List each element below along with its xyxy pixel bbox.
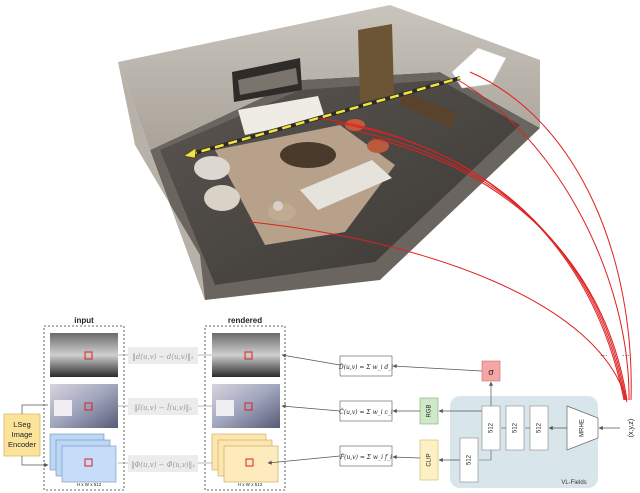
artwork-detail [238, 68, 298, 95]
sigma-output-arrow [392, 364, 483, 372]
loss-feature-text: ‖Φ(u,v) − Φ̂(u,v)‖₂ [131, 460, 195, 469]
layer-link-clip [479, 450, 492, 461]
render-feature-arrow [267, 455, 341, 465]
rendered-feature-layer-3 [223, 445, 279, 483]
clip-head-layer-label: 512 [467, 454, 473, 465]
sample-ray-4 [355, 130, 627, 401]
room-reconstruction [118, 5, 540, 300]
left-wall [118, 62, 205, 300]
input-color-window [54, 400, 72, 416]
vl-fields-title: VL-Fields [561, 480, 586, 486]
back-wall [118, 5, 540, 150]
lseg-encoder-box [3, 413, 41, 457]
render-color-text: Ĉ(u,v) = Σ w_i c_i [339, 408, 393, 416]
loss-color-text: ‖I(u,v) − Î(u,v)‖₂ [134, 403, 192, 412]
input-depth-pixel [84, 351, 93, 360]
sample-ray-6 [457, 79, 630, 401]
armchair-right [204, 185, 240, 211]
sample-ray-1 [249, 221, 628, 403]
coordinate-label: (x,y,z) [628, 419, 635, 438]
sample-ray-7 [469, 71, 632, 401]
rendered-color-pixel [244, 402, 253, 411]
render-equations: D̂(u,v) = Σ w_i d_i Ĉ(u,v) = Σ w_i c_i F… [267, 353, 393, 467]
mlp-layer-1-label: 512 [489, 422, 495, 433]
sample-ray-5 [371, 137, 628, 401]
render-feature-text: F̂(u,v) = Σ w_i f_i [339, 454, 392, 461]
clip-output-arrow [392, 455, 421, 460]
mrhe-encoder [566, 405, 599, 451]
mlp-layer-2-label: 512 [513, 422, 519, 433]
input-feature-pixel [84, 458, 93, 467]
sofa-front [300, 160, 392, 210]
render-depth-box [339, 355, 393, 377]
render-color-arrow [281, 404, 341, 412]
sample-ray-3 [335, 122, 626, 401]
clip-head-layer [459, 437, 479, 483]
clip-box [419, 439, 439, 481]
input-depth-image [50, 333, 118, 377]
camera-frustum [451, 47, 507, 89]
loss-depth-box [128, 347, 198, 364]
input-panel-label: input [74, 316, 94, 325]
lseg-encoder-label-1: LSeg [13, 420, 31, 429]
render-depth-arrow [281, 353, 341, 366]
ottoman-2 [367, 139, 389, 153]
rendered-depth-pixel [244, 351, 253, 360]
mrhe-label: MRHE [580, 419, 586, 437]
rendered-feature-size: H x W x 512 [238, 482, 263, 487]
render-color-box [339, 400, 393, 422]
camera-ray-dash [187, 76, 461, 157]
lseg-encoder-label-3: Encoder [8, 440, 36, 449]
loss-depth-text: ‖d(u,v) − d(u,v)‖₂ [132, 353, 194, 361]
render-depth-text: D̂(u,v) = Σ w_i d_i [338, 364, 393, 371]
encoder-output-connector [21, 456, 49, 468]
loss-color-box [128, 398, 198, 415]
armchair-left [194, 156, 230, 180]
rendered-feature-pixel [245, 458, 254, 467]
sideboard [400, 90, 455, 128]
input-feature-size: H x W x 512 [77, 482, 102, 487]
input-color-pixel [84, 402, 93, 411]
lseg-encoder-label-2: Image [12, 430, 33, 439]
side-lamp [273, 201, 283, 211]
input-feature-layer-3 [61, 445, 117, 483]
rendered-panel: rendered H x W x 512 [204, 316, 286, 491]
mlp-layer-3-label: 512 [537, 422, 543, 433]
sigma-label: σ [488, 367, 494, 377]
lseg-encoder: LSeg Image Encoder [3, 404, 49, 468]
door [358, 24, 394, 102]
sofa-back [238, 96, 325, 135]
rug [215, 125, 395, 245]
rgb-label: RGB [427, 404, 433, 417]
loss-terms: ‖d(u,v) − d(u,v)‖₂ ‖I(u,v) − Î(u,v)‖₂ ‖Φ… [118, 347, 212, 472]
camera-ray [183, 76, 461, 159]
rendered-color-window [216, 400, 234, 416]
ray-ellipsis-right: ... [622, 348, 630, 358]
loss-feature-box [128, 455, 198, 472]
vl-fields-network: VL-Fields σ RGB CLIP 512 512 512 512 MRH… [392, 360, 599, 488]
input-panel-frame [43, 325, 125, 491]
ray-ellipsis-left: ... [600, 348, 608, 358]
clip-label: CLIP [427, 453, 433, 466]
coffee-table [280, 142, 336, 168]
encoder-input-connector [21, 404, 48, 414]
sample-rays [249, 71, 632, 403]
rendered-depth-image [212, 333, 280, 377]
input-coordinate: (x,y,z) [598, 419, 635, 438]
camera-ray-arrowhead [183, 147, 197, 159]
rendered-panel-label: rendered [228, 316, 262, 325]
render-feature-box [339, 445, 393, 467]
input-panel: input H x W x 512 [43, 316, 125, 491]
